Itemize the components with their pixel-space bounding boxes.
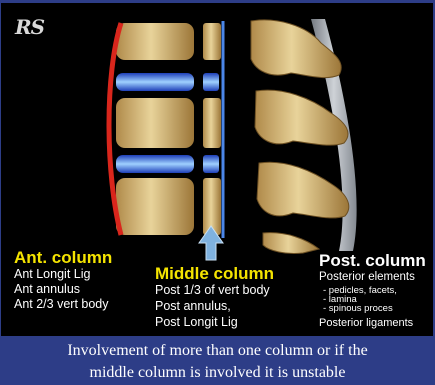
caption-line: middle column is involved it is unstable <box>0 362 435 384</box>
vertebral-body <box>116 178 194 235</box>
middle-column-title: Middle column <box>155 264 274 284</box>
vertebral-body <box>116 23 194 60</box>
middle-column-line: Post 1/3 of vert body <box>155 283 270 298</box>
disc-sliver <box>203 155 219 173</box>
anterior-column-graphic <box>109 23 194 235</box>
middle-column-graphic <box>203 21 223 238</box>
posterior-column-line: Posterior ligaments <box>319 316 413 331</box>
middle-column-line: Post annulus, <box>155 299 231 314</box>
anterior-column-title: Ant. column <box>14 248 112 268</box>
posterior-element <box>263 233 319 254</box>
diagram-panel: RS Ant. column Ant Longit Lig Ant annulu… <box>1 3 433 336</box>
vertebral-body-sliver <box>203 178 221 235</box>
intervertebral-disc <box>116 73 194 91</box>
posterior-column-line: Posterior elements <box>319 270 415 285</box>
logo: RS <box>15 15 44 39</box>
caption-line: Involvement of more than one column or i… <box>0 340 435 362</box>
intervertebral-disc <box>116 155 194 173</box>
anterior-column-line: Ant 2/3 vert body <box>14 297 109 312</box>
posterior-element <box>257 162 349 218</box>
anterior-column-line: Ant annulus <box>14 282 80 297</box>
caption: Involvement of more than one column or i… <box>0 337 435 385</box>
posterior-element <box>251 20 341 78</box>
posterior-column-graphic <box>251 19 357 254</box>
vertebral-body <box>116 98 194 148</box>
posterior-column-subline: - spinous proces <box>323 304 393 314</box>
middle-column-line: Post Longit Lig <box>155 315 238 330</box>
vertebral-body-sliver <box>203 23 221 60</box>
vertebral-body-sliver <box>203 98 221 148</box>
disc-sliver <box>203 73 219 91</box>
anterior-column-line: Ant Longit Lig <box>14 267 90 282</box>
posterior-column-title: Post. column <box>319 251 426 271</box>
